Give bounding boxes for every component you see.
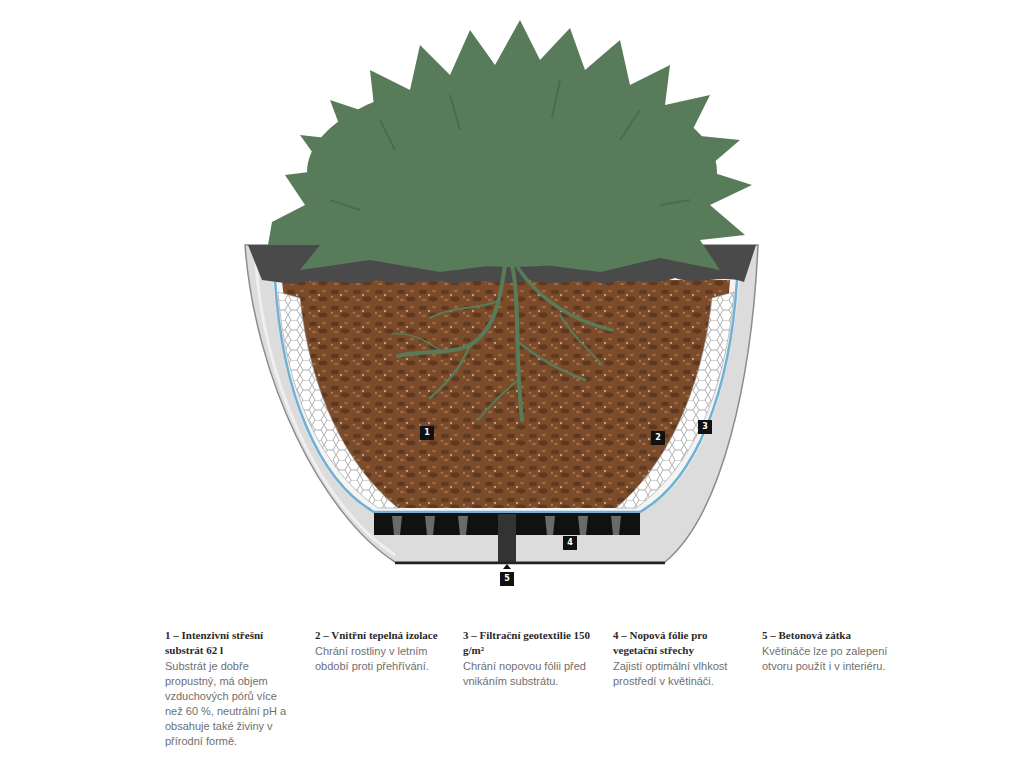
callout-text: 4 [567, 536, 573, 549]
part-heading: 3 – Filtrační geotextilie 150 g/m² [463, 628, 595, 658]
callout-number: 5 [500, 572, 514, 586]
callout-number: 3 [698, 420, 712, 434]
callout-number: 2 [651, 431, 665, 445]
part-heading: 2 – Vnitřní tepelná izolace [315, 628, 447, 643]
part-description: Zajistí optimální vlhkost prostředí v kv… [613, 659, 745, 689]
callout-text: 1 [424, 426, 430, 439]
part-description: Substrát je dobře propustný, má objem vz… [165, 659, 297, 749]
callout-text: 2 [655, 431, 661, 444]
part-heading: 1 – Intenzivní střešní substrát 62 l [165, 628, 297, 658]
callout-number: 1 [420, 426, 434, 440]
part-heading: 5 – Betonová zátka [762, 628, 894, 643]
part-description: Chrání rostliny v letním období proti př… [315, 644, 447, 674]
part-description: Květináče lze po zalepení otvoru použít … [762, 644, 894, 674]
part-description: Chrání nopovou fólii před vnikáním subst… [463, 659, 595, 689]
callout-text: 3 [702, 420, 708, 433]
callout-number: 4 [563, 536, 577, 550]
callout-text: 5 [504, 572, 510, 585]
part-heading: 4 – Nopová fólie pro vegetační střechy [613, 628, 745, 658]
